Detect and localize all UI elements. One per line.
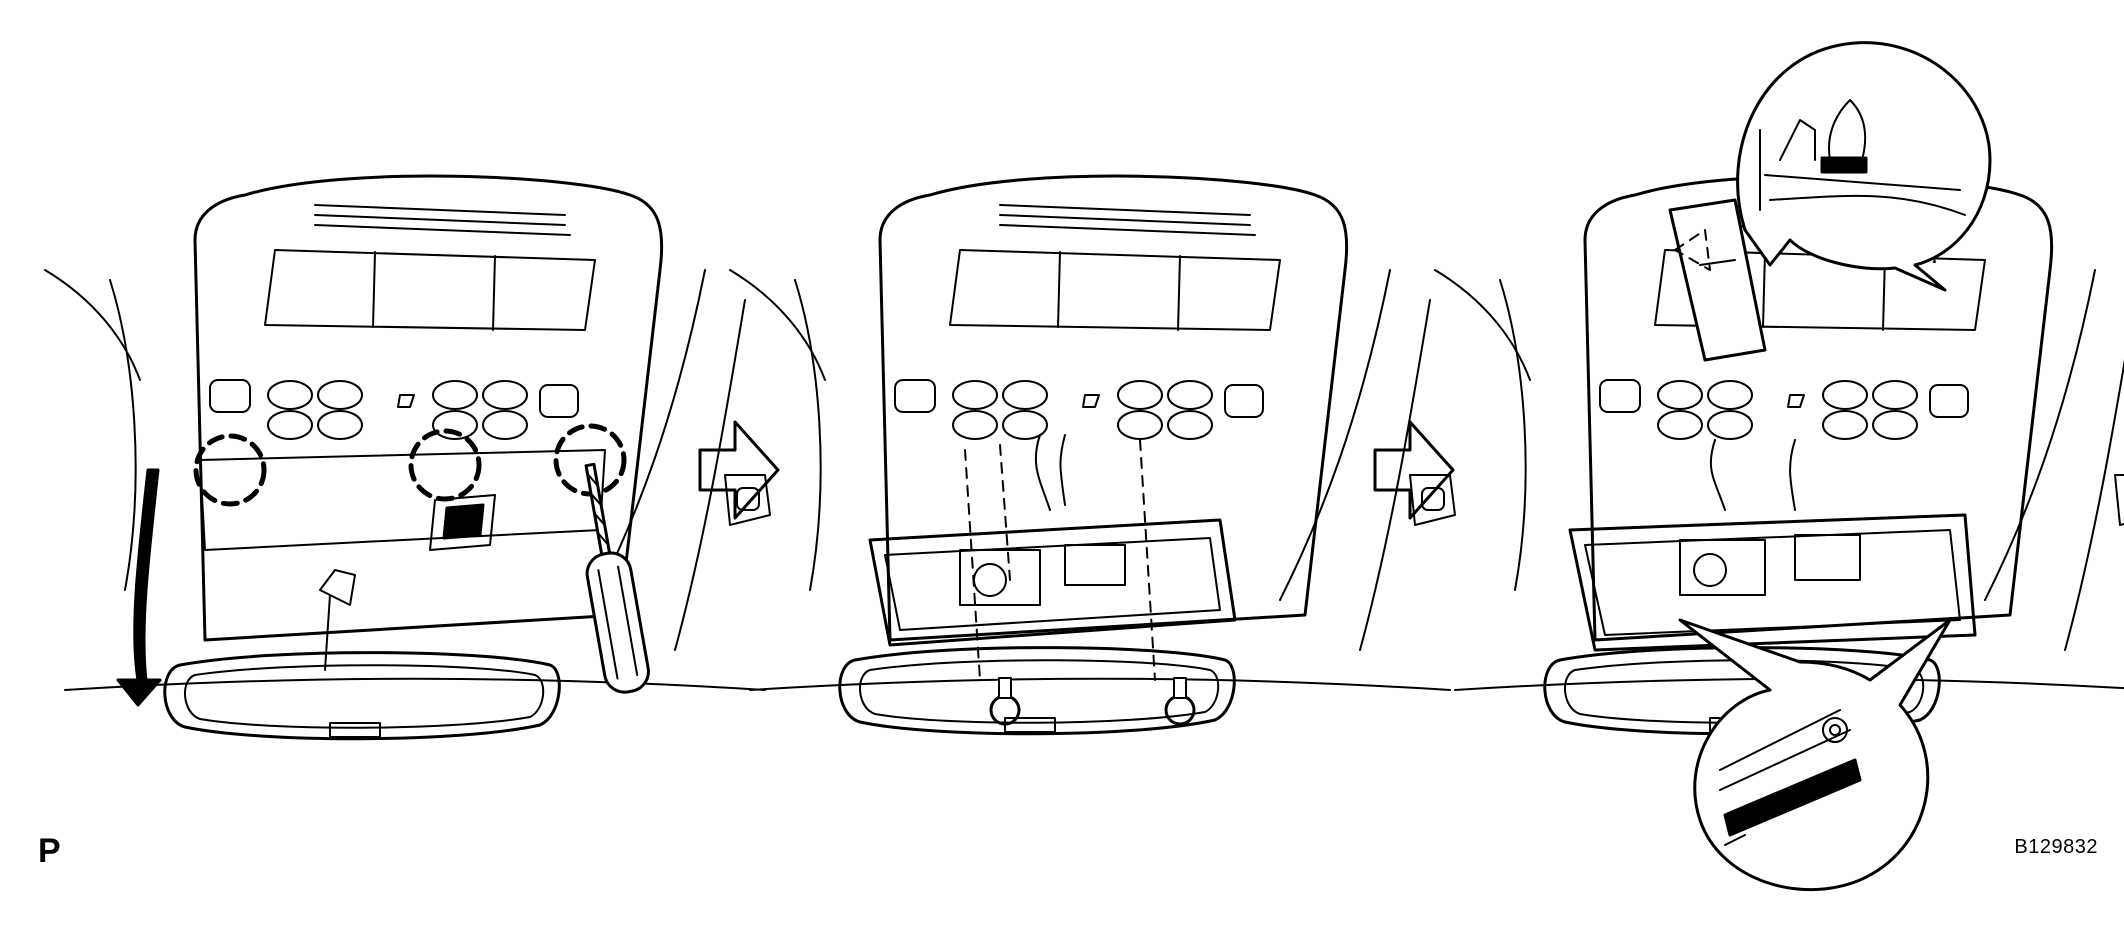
panel-2-illustration [728,174,1457,726]
step-arrow-2 [1373,420,1455,520]
panel-1-illustration [43,174,772,692]
downward-arrow [116,468,162,707]
figure-code-label: B129832 [2014,836,2098,858]
mirror-1 [163,651,561,741]
detail-callout-bottom [1678,618,1952,892]
view-marker-label: P [38,832,61,870]
step-arrow-1 [698,420,780,520]
screwdriver-icon [584,462,650,694]
detail-callout-top [1736,41,1992,292]
